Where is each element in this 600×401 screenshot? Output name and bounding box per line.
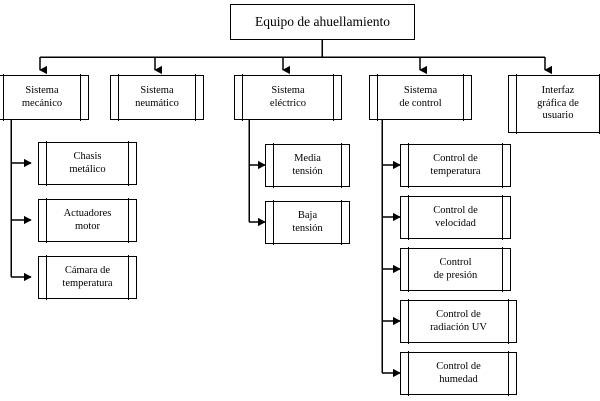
node-baja-tension[interactable]: Baja tensión <box>265 200 350 245</box>
node-label: Control de humedad <box>436 361 481 385</box>
node-label: Sistema eléctrico <box>269 85 307 109</box>
node-label: Control de presión <box>433 257 478 281</box>
node-label: Sistema de control <box>399 85 442 109</box>
node-label: Control de temperatura <box>430 153 481 177</box>
node-label: Baja tensión <box>292 210 323 234</box>
node-sistema-neumatico[interactable]: Sistema neumático <box>110 74 204 121</box>
node-sistema-de-control[interactable]: Sistema de control <box>369 74 472 121</box>
node-label: Control de velocidad <box>433 205 478 229</box>
node-camara-de-temperatura[interactable]: Cámara de temperatura <box>38 255 137 300</box>
node-label: Equipo de ahuellamiento <box>255 14 390 30</box>
node-chasis-metalico[interactable]: Chasis metálico <box>38 141 137 186</box>
node-root-equipo-de-ahuellamiento[interactable]: Equipo de ahuellamiento <box>230 4 415 40</box>
node-sistema-mecanico[interactable]: Sistema mecánico <box>0 74 89 121</box>
node-label: Interfaz gráfica de usuario <box>537 85 579 122</box>
node-label: Chasis metálico <box>69 151 106 175</box>
node-label: Cámara de temperatura <box>62 265 113 289</box>
node-control-de-radiacion-uv[interactable]: Control de radiación UV <box>400 299 517 344</box>
node-label: Sistema neumático <box>135 85 179 109</box>
node-label: Media tensión <box>292 153 323 177</box>
node-label: Actuadores motor <box>63 208 112 232</box>
node-media-tension[interactable]: Media tensión <box>265 143 350 188</box>
node-interfaz-grafica-de-usuario[interactable]: Interfaz gráfica de usuario <box>508 74 600 134</box>
node-label: Control de radiación UV <box>430 309 487 333</box>
node-control-de-temperatura[interactable]: Control de temperatura <box>400 143 511 188</box>
node-actuadores-motor[interactable]: Actuadores motor <box>38 198 137 243</box>
node-control-de-humedad[interactable]: Control de humedad <box>400 351 517 396</box>
node-control-de-velocidad[interactable]: Control de velocidad <box>400 195 511 240</box>
node-control-de-presion[interactable]: Control de presión <box>400 247 511 292</box>
node-sistema-electrico[interactable]: Sistema eléctrico <box>234 74 342 121</box>
node-label: Sistema mecánico <box>21 85 63 109</box>
